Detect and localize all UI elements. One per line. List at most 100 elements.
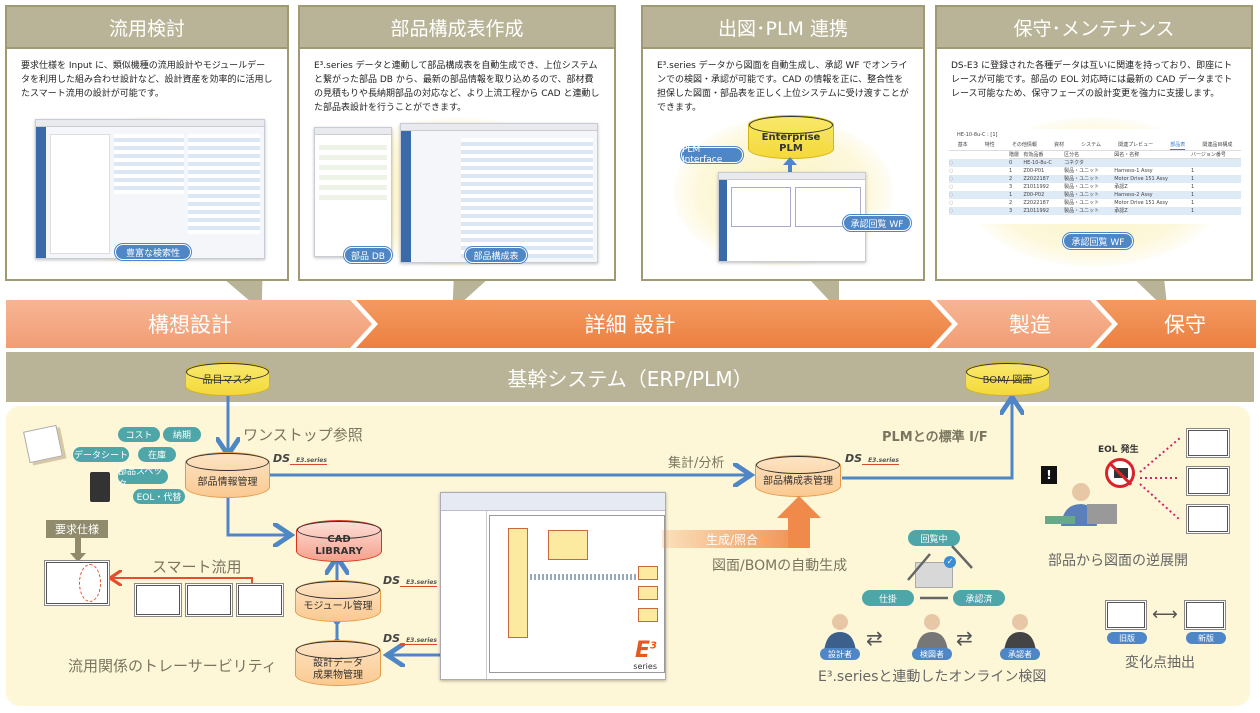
affected-drawing [1188, 468, 1228, 494]
bom-drawing-label: BOM/ 図面 [982, 375, 1033, 386]
design-data-db: 設計データ成果物管理 [295, 640, 381, 686]
table-tab[interactable]: 特性 [984, 142, 995, 148]
module-label: モジュール管理 [303, 601, 373, 612]
column-header[interactable]: 階層 [1009, 151, 1024, 159]
compare-arrows-icon: ⟷ [1152, 604, 1178, 625]
table-cell: Z00-P02 [1023, 191, 1045, 198]
mail-icon [915, 562, 953, 588]
table-tab[interactable]: 部品表 [1170, 142, 1186, 150]
table-cell: Harness-1 Assy [1114, 167, 1153, 174]
panel-drawing-plm: 出図･PLM 連携 E³.series データから図面を自動生成し、承認 WF … [641, 5, 925, 281]
flow-chevrons [6, 300, 1256, 348]
table-cell: コネクタ [1064, 160, 1084, 167]
table-cell: 製品・ユニット [1064, 176, 1100, 182]
tag-datasheet: データシート [73, 447, 129, 462]
aggregate-label: 集計/分析 [668, 456, 725, 471]
generate-arrow-head [777, 496, 821, 518]
column-header[interactable]: 区分名 [1064, 151, 1115, 159]
table-cell: 1 [1191, 167, 1195, 174]
base-system-title: 基幹システム（ERP/PLM） [507, 366, 753, 391]
parts-info-label: 部品情報管理 [197, 477, 258, 488]
panel-description: 要求仕様を Input に、類似機種の流用設計やモジュールデータを利用した組み合… [21, 61, 273, 99]
table-cell: 承認Z [1114, 184, 1128, 190]
table-cell: 1 [1191, 183, 1195, 190]
table-tab[interactable]: 関連プレビュー [1118, 142, 1154, 148]
table-cell: Z1011992 [1023, 207, 1050, 214]
enterprise-plm-label: Enterprise PLM [761, 132, 821, 154]
tag-leadtime: 納期 [163, 427, 201, 442]
panel-title: 部品構成表作成 [300, 7, 614, 49]
flow-label-maintenance: 保守 [1164, 313, 1206, 337]
table-cell: 2 [1009, 175, 1013, 182]
tag-stock: 在庫 [138, 447, 176, 462]
wf-state-approved: 承認済 [953, 590, 1005, 606]
table-cell: Harness-2 Assy [1114, 191, 1153, 198]
role-approver: 承認者 [1000, 648, 1040, 660]
up-arrow-icon [788, 161, 792, 175]
table-cell: Z2022187 [1023, 199, 1050, 206]
generate-arrow-icon [662, 530, 810, 548]
arrow-bom-to-plm [842, 400, 1012, 480]
flow-label-manufacturing: 製造 [1009, 313, 1051, 337]
panel-reuse-study: 流用検討 要求仕様を Input に、類似機種の流用設計やモジュールデータを利用… [5, 5, 289, 281]
up-arrow-head [783, 157, 797, 165]
enterprise-plm-db: Enterprise PLM [748, 115, 834, 159]
bom-management-label: 部品構成表管理 [763, 476, 833, 487]
new-version-drawing [1186, 602, 1224, 628]
table-tab[interactable]: その他情報 [1011, 142, 1037, 148]
column-header[interactable]: 図名・名称 [1114, 151, 1192, 159]
table-cell: 製品・ユニット [1064, 168, 1100, 174]
table-tab[interactable]: 資材 [1053, 142, 1064, 148]
alert-icon: ! [1041, 466, 1057, 484]
item-master-db: 品目マスタ [185, 362, 270, 396]
panel-description: E³.series データと連動して部品構成表を自動生成でき、上位システムと繋が… [314, 61, 600, 113]
table-cell: HE-10-8u-C [1023, 159, 1052, 166]
table-cell: 承認Z [1114, 208, 1128, 214]
table-cell: 3 [1009, 183, 1013, 190]
plm-interface-badge: PLM Interface [681, 145, 743, 165]
one-stop-label: ワンストップ参照 [243, 426, 363, 444]
panel-title: 保守･メンテナンス [937, 7, 1251, 49]
eol-trace-arrows [1139, 437, 1181, 521]
parts-info-db: 部品情報管理 [185, 452, 270, 498]
panel-bom-creation: 部品構成表作成 E³.series データと連動して部品構成表を自動生成でき、上… [298, 5, 616, 281]
table-cell: 1 [1191, 199, 1195, 206]
new-version-badge: 新版 [1186, 632, 1226, 644]
wf-cycle-arrows [907, 545, 973, 600]
swap-arrows-icon: ⇄ [956, 626, 973, 650]
old-version-badge: 旧版 [1107, 632, 1147, 644]
table-tab[interactable]: 基本 [957, 142, 968, 148]
wf-state-circulating: 回覧中 [908, 530, 960, 546]
panel-title: 出図･PLM 連携 [643, 7, 923, 49]
column-header[interactable]: 有効品番 [1023, 151, 1065, 159]
reuse-highlight [79, 564, 101, 602]
table-tab[interactable]: 関連品目構成 [1202, 142, 1233, 148]
designer-avatar [820, 612, 860, 652]
bom-drawing-db: BOM/ 図面 [965, 362, 1050, 396]
affected-drawing [1188, 430, 1228, 456]
approver-avatar [1000, 612, 1040, 652]
approval-wf-badge: 承認回覧 WF [1063, 233, 1133, 249]
panel-description: DS-E3 に登録された各種データは互いに関連を持っており、即座にトレースが可能… [951, 61, 1233, 99]
generate-arrow-stem [788, 515, 810, 548]
table-cell: 1 [1009, 191, 1013, 198]
column-header[interactable]: バージョン番号 [1191, 151, 1241, 159]
checker-avatar [912, 612, 952, 652]
tag-spec: 部品スペック [118, 467, 168, 490]
requirement-badge: 要求仕様 [46, 520, 108, 538]
flow-stage-detail [356, 300, 952, 348]
table-tab[interactable]: システム [1081, 142, 1101, 148]
